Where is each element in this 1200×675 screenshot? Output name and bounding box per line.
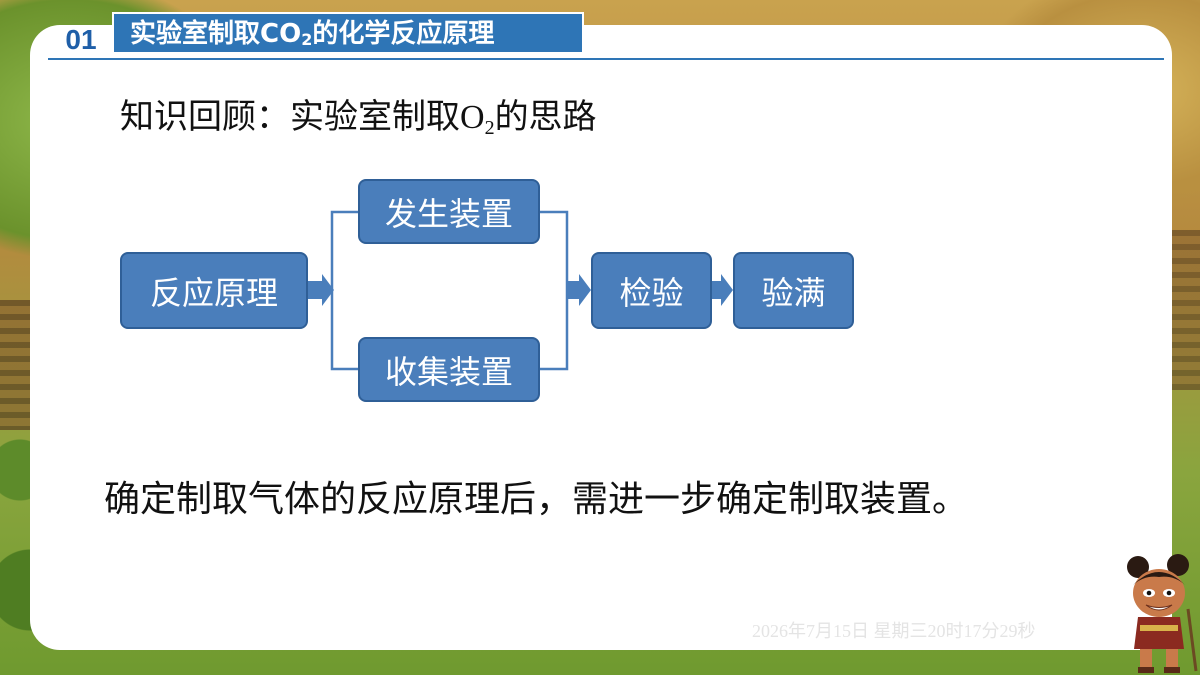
- right-bracket-line: [540, 210, 569, 371]
- flow-box-generation-apparatus: 发生装置: [358, 179, 540, 244]
- section-title: 实验室制取CO2的化学反应原理: [130, 14, 494, 54]
- review-heading-post: 的思路: [494, 97, 597, 137]
- left-bracket-line: [330, 210, 358, 371]
- review-heading-o: O: [460, 99, 485, 136]
- review-heading-pre: 知识回顾：实验室制取: [120, 97, 460, 137]
- mascot-character-icon: [1127, 554, 1198, 673]
- section-title-pre: 实验室制取CO: [130, 19, 302, 49]
- review-heading: 知识回顾：实验室制取O2的思路: [120, 92, 597, 142]
- flow-arrow-icon: [308, 274, 334, 306]
- section-number: 01: [65, 24, 97, 55]
- header-divider: [48, 58, 1164, 60]
- background-fence-right: [1170, 230, 1200, 390]
- flow-box-collection-apparatus: 收集装置: [358, 337, 540, 402]
- flow-arrow-icon: [567, 274, 591, 306]
- section-title-bar: [112, 12, 584, 54]
- section-title-subscript: 2: [301, 30, 313, 49]
- review-heading-subscript: 2: [484, 117, 495, 139]
- conclusion-text: 确定制取气体的反应原理后，需进一步确定制取装置。: [104, 479, 969, 520]
- review-heading-formula: O2: [460, 99, 495, 139]
- flow-box-check-full: 验满: [733, 252, 854, 329]
- content-card: [30, 25, 1172, 650]
- flow-box-reaction-principle: 反应原理: [120, 252, 308, 329]
- timestamp: 2026年7月15日 星期三20时17分29秒: [752, 621, 1036, 641]
- flow-arrow-icon: [712, 274, 733, 306]
- section-title-post: 的化学反应原理: [312, 19, 495, 49]
- flow-box-test: 检验: [591, 252, 712, 329]
